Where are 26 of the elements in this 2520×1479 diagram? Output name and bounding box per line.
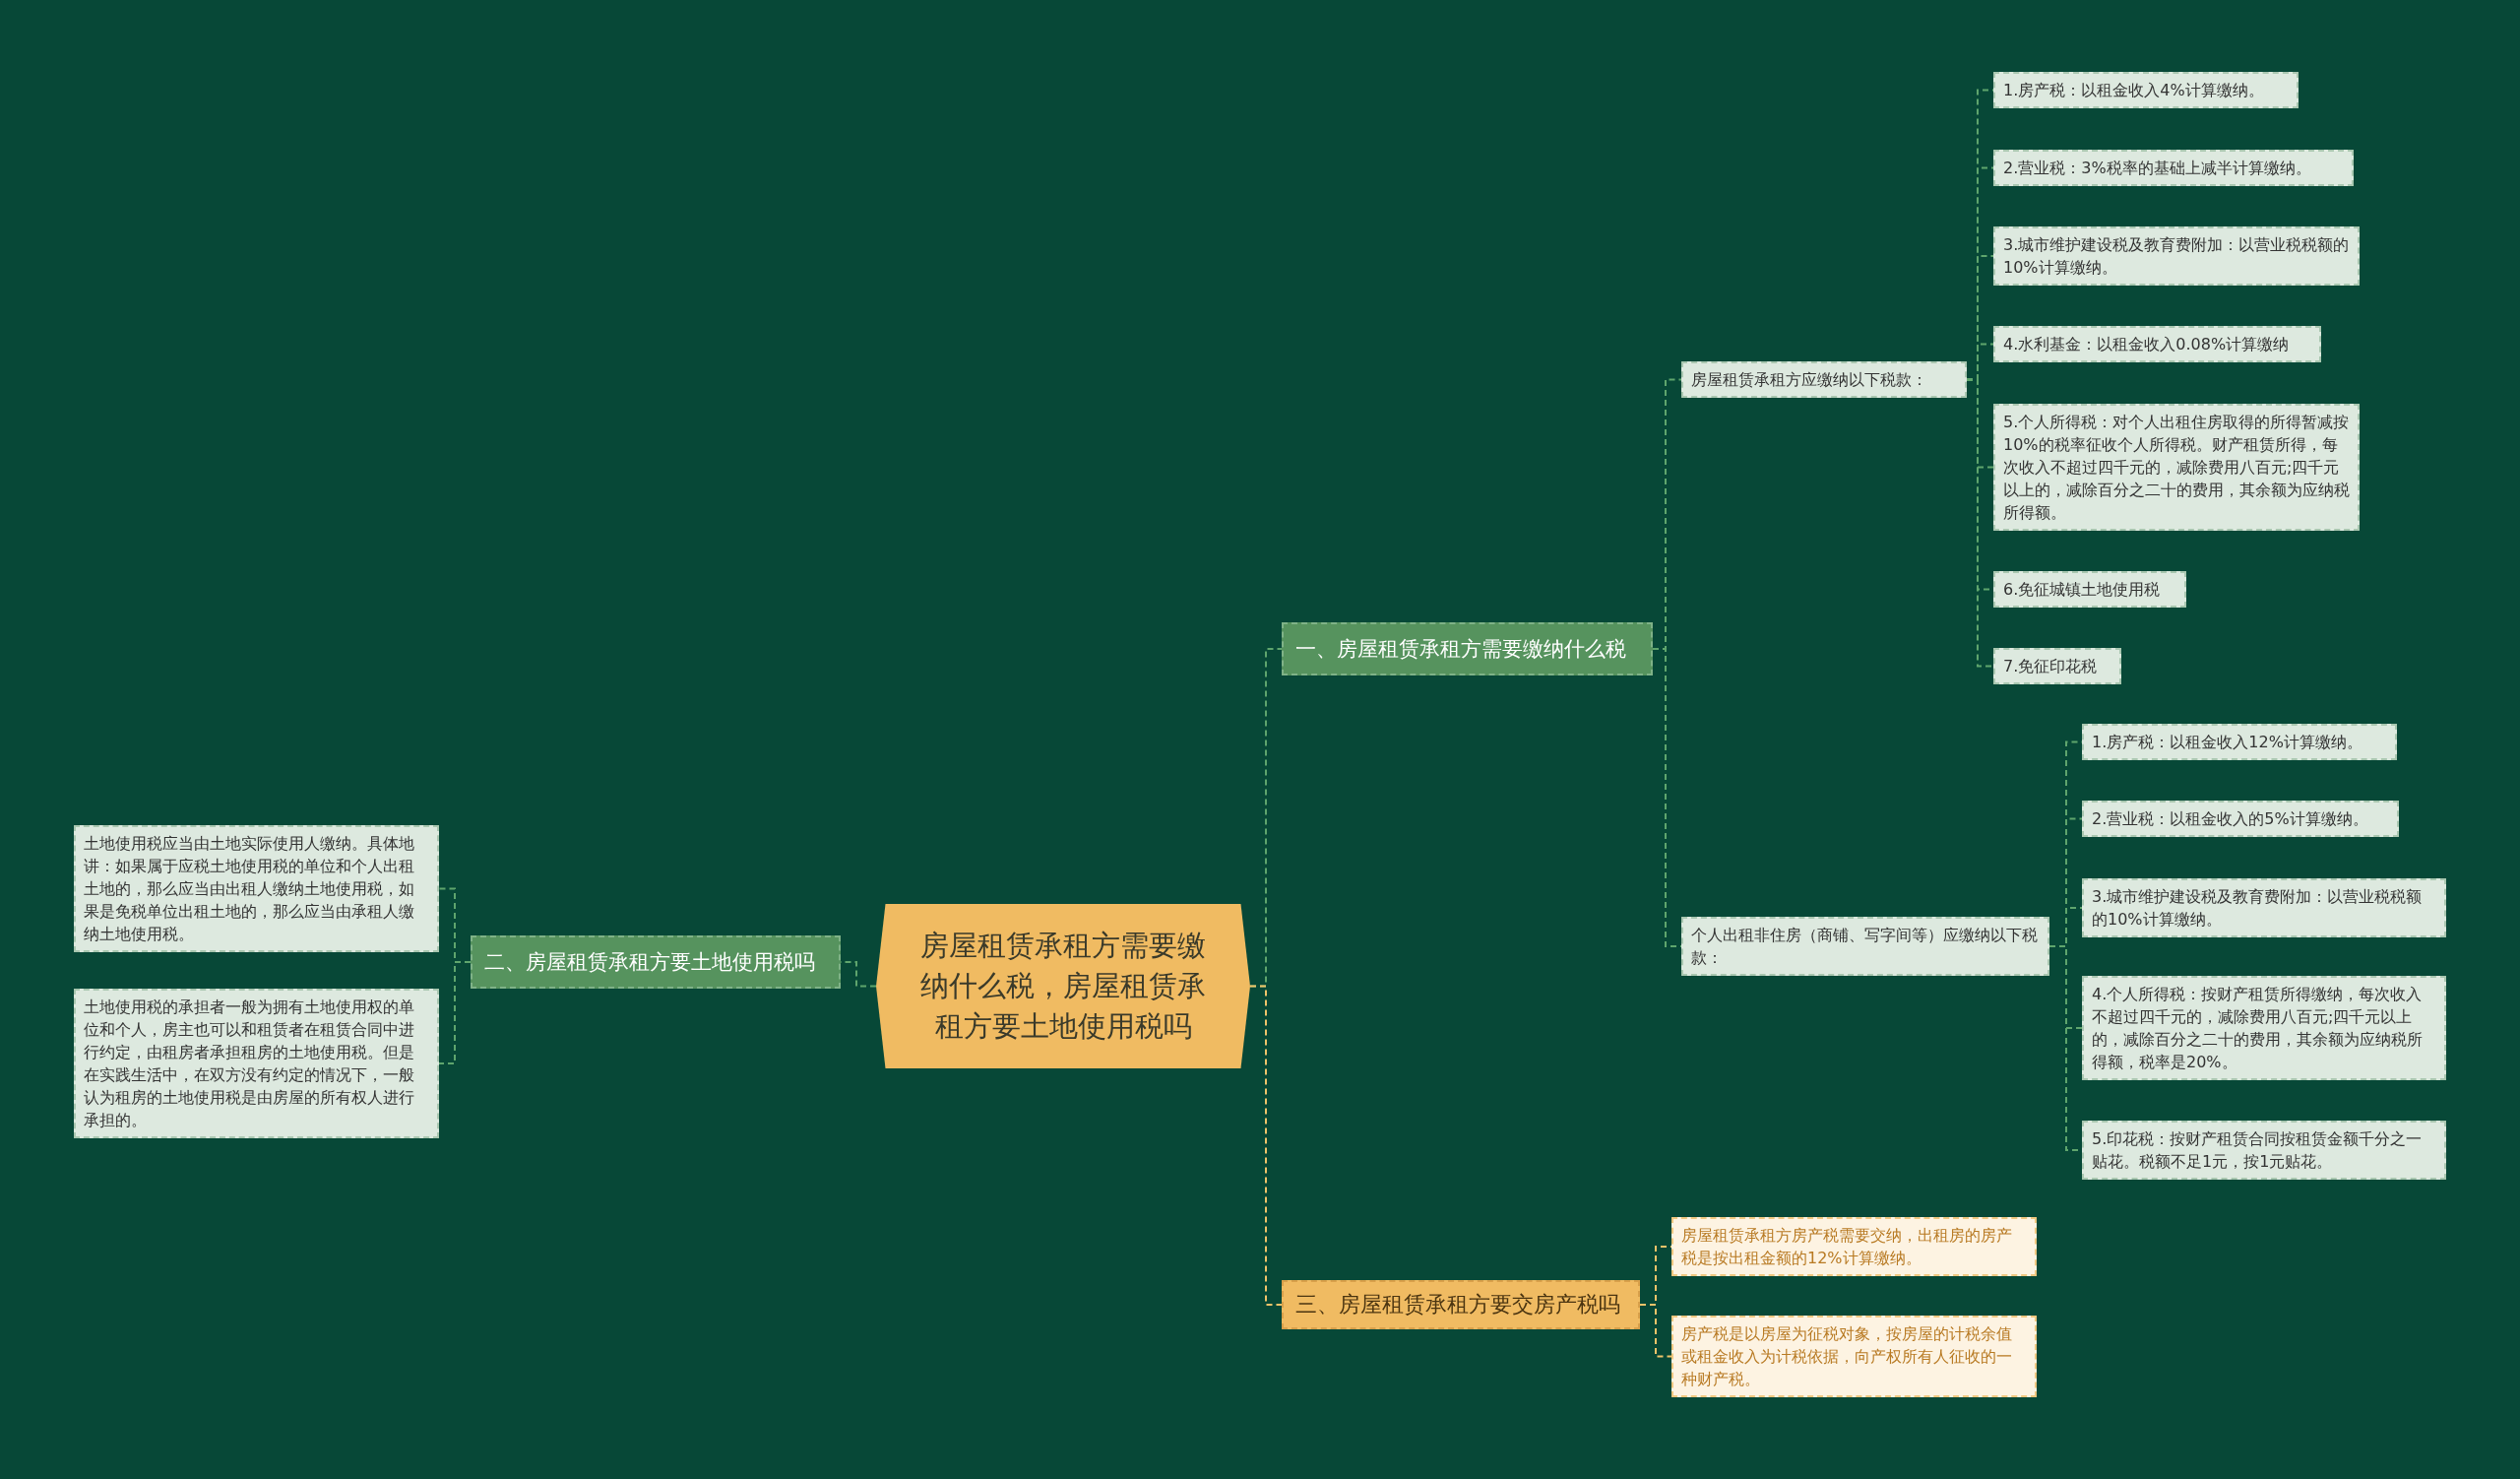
detail-box: 4.个人所得税：按财产租赁所得缴纳，每次收入不超过四千元的，减除费用八百元;四千元以上的，减除百分之二十的费用，其余额为应纳税所得额，税率是20%。 [2082,976,2446,1080]
detail-box: 4.水利基金：以租金收入0.08%计算缴纳 [1993,326,2321,362]
detail-box: 房屋租赁承租方房产税需要交纳，出租房的房产税是按出租金额的12%计算缴纳。 [1671,1217,2037,1276]
detail-box: 土地使用税应当由土地实际使用人缴纳。具体地讲：如果属于应税土地使用税的单位和个人出租土地的，那么应当由出租人缴纳土地使用税，如果是免税单位出租土地的，那么应当由承租人缴纳土地使用税。 [74,825,439,952]
branch-topic: 三、房屋租赁承租方要交房产税吗 [1282,1280,1640,1329]
branch-topic: 二、房屋租赁承租方要土地使用税吗 [471,935,841,989]
detail-box: 房产税是以房屋为征税对象，按房屋的计税余值或租金收入为计税依据，向产权所有人征收的一种财产税。 [1671,1316,2037,1397]
detail-box: 1.房产税：以租金收入4%计算缴纳。 [1993,72,2299,108]
detail-box: 5.印花税：按财产租赁合同按租赁金额千分之一贴花。税额不足1元，按1元贴花。 [2082,1121,2446,1180]
detail-box: 3.城市维护建设税及教育费附加：以营业税税额的10%计算缴纳。 [2082,878,2446,937]
detail-box: 3.城市维护建设税及教育费附加：以营业税税额的10%计算缴纳。 [1993,226,2360,286]
subtopic-box: 房屋租赁承租方应缴纳以下税款： [1681,361,1967,398]
subtopic-box: 个人出租非住房（商铺、写字间等）应缴纳以下税款： [1681,917,2049,976]
detail-box: 6.免征城镇土地使用税 [1993,571,2186,608]
central-topic: 房屋租赁承租方需要缴纳什么税，房屋租赁承租方要土地使用税吗 [876,904,1250,1068]
connector-line [1249,985,1283,1306]
connector-line [1639,1304,1672,1358]
detail-box: 1.房产税：以租金收入12%计算缴纳。 [2082,724,2397,760]
detail-box: 2.营业税：以租金收入的5%计算缴纳。 [2082,801,2399,837]
detail-box: 7.免征印花税 [1993,648,2121,684]
connector-line [1966,378,1994,668]
detail-box: 2.营业税：3%税率的基础上减半计算缴纳。 [1993,150,2354,186]
branch-topic: 一、房屋租赁承租方需要缴纳什么税 [1282,622,1653,675]
detail-box: 土地使用税的承担者一般为拥有土地使用权的单位和个人，房主也可以和租赁者在租赁合同中进行约定，由租房者承担租房的土地使用税。但是在实践生活中，在双方没有约定的情况下，一般认为租房的土地使用税是由房屋的所有权人进行承担的。 [74,989,439,1138]
detail-box: 5.个人所得税：对个人出租住房取得的所得暂减按10%的税率征收个人所得税。财产租赁所得，每次收入不超过四千元的，减除费用八百元;四千元以上的，减除百分之二十的费用，其余额为应纳税所得额。 [1993,404,2360,531]
connector-line [438,961,472,1064]
